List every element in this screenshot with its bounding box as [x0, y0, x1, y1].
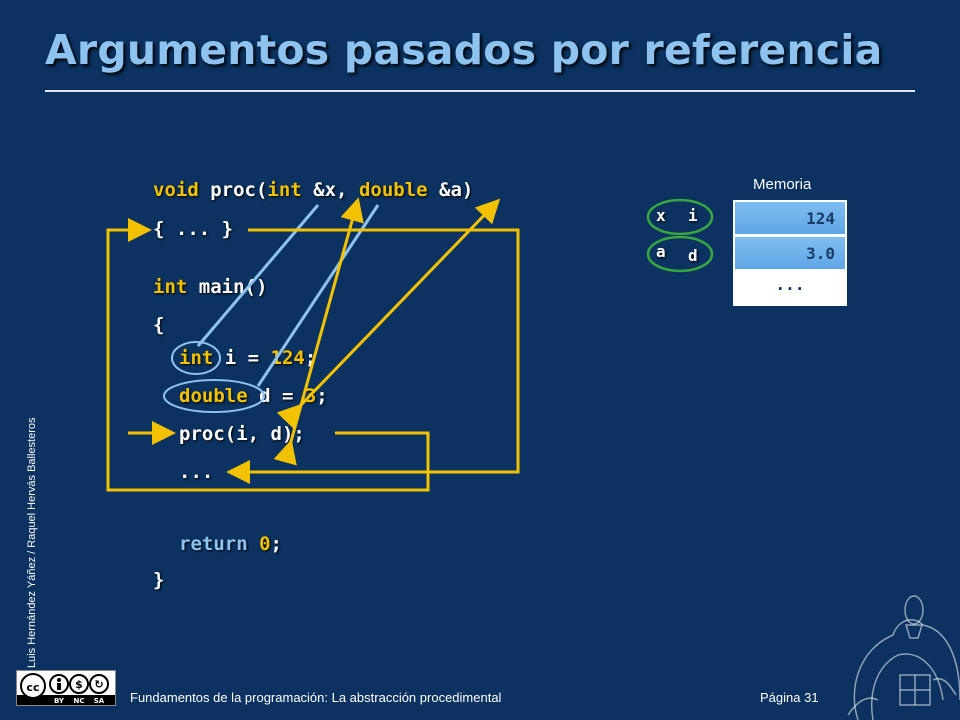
footer-course-title: Fundamentos de la programación: La abstr… [130, 690, 502, 705]
memory-param-x: x [656, 206, 666, 225]
keyword-double: double [358, 179, 428, 201]
cc-license-badge: cc $ ↻ BY NC SA [16, 670, 116, 706]
svg-text:↻: ↻ [94, 678, 103, 691]
cc-license-icon: cc $ ↻ BY NC SA [17, 671, 115, 705]
code-text: ; [270, 533, 282, 555]
memory-param-a: a [656, 242, 666, 261]
memory-title: Memoria [753, 176, 812, 193]
cc-nc-label: NC [74, 697, 85, 705]
code-line-close-brace: } [153, 569, 165, 591]
pass-d-arrow [276, 198, 501, 430]
keyword-void: void [153, 179, 199, 201]
highlight-int-ellipse [171, 341, 221, 375]
code-text: i = [213, 347, 271, 369]
keyword-int: int [267, 179, 302, 201]
memory-cell-d: 3.0 [733, 235, 847, 270]
code-line-ellipsis: ... [179, 461, 214, 483]
return-flow-arrow [226, 228, 520, 484]
link-d-to-a-line [256, 204, 380, 387]
x-i-label-ellipse [646, 198, 714, 236]
memory-cell-i: 124 [733, 200, 847, 235]
code-line-return: return 0; [179, 533, 282, 555]
keyword-int: int [179, 347, 214, 369]
code-text: main() [187, 276, 268, 298]
code-text: proc( [198, 179, 268, 201]
call-flow-arrow [106, 218, 430, 492]
code-line-open-brace: { [153, 314, 165, 336]
title-underline [45, 90, 915, 92]
svg-text:cc: cc [26, 681, 39, 694]
memory-cell-rest: ... [733, 270, 847, 306]
memory-var-i: i [688, 206, 698, 225]
code-line-main: int main() [153, 276, 267, 298]
author-credit: Luis Hernández Yáñez / Raquel Hervás Bal… [26, 417, 38, 669]
keyword-double: double [179, 385, 248, 407]
keyword-return: return [179, 533, 248, 555]
svg-text:$: $ [75, 678, 83, 691]
code-text: &x, [301, 179, 359, 201]
code-text: &a) [427, 179, 474, 201]
cc-sa-label: SA [94, 697, 105, 705]
cc-by-label: BY [54, 697, 65, 705]
memory-var-d: d [688, 246, 698, 265]
university-seal-icon [847, 595, 960, 720]
code-line-proc-signature: void proc(int &x, double &a) [153, 179, 473, 201]
highlight-double-ellipse [163, 379, 265, 413]
code-line-proc-body: { ... } [153, 218, 234, 240]
literal-0: 0 [259, 533, 271, 555]
keyword-int: int [153, 276, 188, 298]
slide-title: Argumentos pasados por referencia [45, 26, 883, 74]
a-d-label-ellipse [646, 235, 714, 273]
footer-page-number: Página 31 [760, 690, 819, 705]
